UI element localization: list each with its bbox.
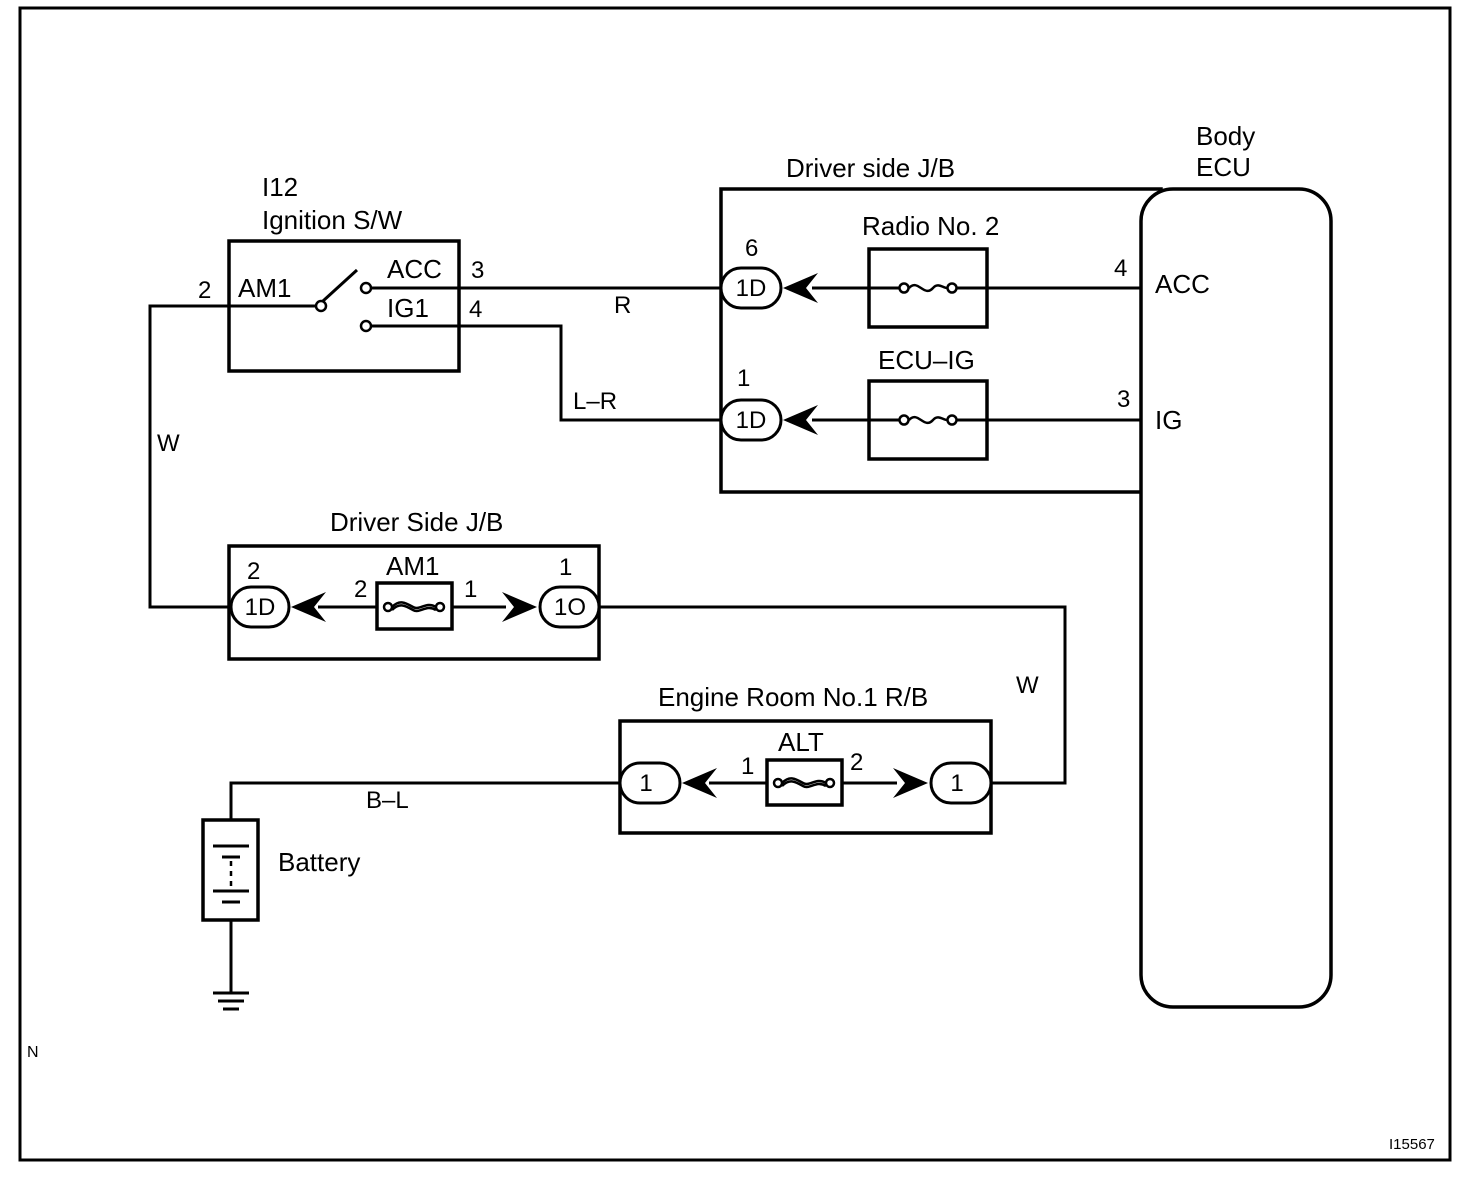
connector-radio-arrow xyxy=(783,273,818,303)
connector-ecu-ig-label: 1D xyxy=(736,407,767,434)
engine-room-rb: Engine Room No.1 R/B 1 ALT 1 2 1 xyxy=(618,682,993,835)
battery-label: Battery xyxy=(278,847,360,877)
fuse-radio-element xyxy=(908,283,948,293)
fuse-am1-element xyxy=(391,601,437,610)
fuse-radio-term-right xyxy=(946,282,958,294)
fuse-am1-term-right xyxy=(434,601,446,613)
fuse-am1-term-left xyxy=(382,601,394,613)
jb-lower-arrow-left xyxy=(291,592,326,622)
wire-label-r: R xyxy=(614,292,631,319)
rb-arrow-right xyxy=(893,768,928,798)
fuse-radio-label: Radio No. 2 xyxy=(862,211,999,241)
jb-lower-conn-left-label: 1D xyxy=(245,594,276,621)
ignition-switch-code: I12 xyxy=(262,172,298,202)
fuse-alt-element-2 xyxy=(781,780,827,789)
wire-battery-bl xyxy=(229,781,620,820)
fuse-am1-pin-left: 2 xyxy=(354,576,367,603)
body-ecu: Body ECU ACC IG xyxy=(1139,121,1333,1009)
switch-contact-acc xyxy=(359,281,373,295)
connector-radio-label: 1D xyxy=(736,275,767,302)
jb-lower-conn-left xyxy=(229,585,291,629)
rb-arrow-left xyxy=(682,768,717,798)
wires-upper: R L–R W xyxy=(148,286,721,609)
ecu-pin-ig: 3 xyxy=(1117,386,1130,413)
wire-label-w-right: W xyxy=(1016,672,1039,699)
corner-note: N xyxy=(27,1044,39,1061)
fuse-am1-label: AM1 xyxy=(386,551,439,581)
wire-am1-w xyxy=(148,304,231,609)
fuse-radio-term-left xyxy=(898,282,910,294)
pin-acc: 3 xyxy=(471,257,484,284)
ignition-switch: I12 Ignition S/W 2 AM1 ACC IG1 3 4 xyxy=(198,172,484,373)
jb-lower-conn-right-label: 1O xyxy=(554,594,586,621)
fuse-alt-element xyxy=(781,777,827,786)
connector-ecu-ig-pin: 1 xyxy=(737,365,750,392)
driver-side-jb-upper: Driver side J/B Radio No. 2 6 1D 4 ECU–I… xyxy=(719,153,1163,494)
fuse-ecu-ig-label: ECU–IG xyxy=(878,345,975,375)
terminal-am1: AM1 xyxy=(238,273,291,303)
rb-conn-right-label: 1 xyxy=(950,770,963,797)
wire-label-w-left: W xyxy=(157,430,180,457)
fuse-alt-term-right xyxy=(824,777,836,789)
connector-ecu-ig-arrow xyxy=(783,405,818,435)
pin-am1: 2 xyxy=(198,277,211,304)
body-ecu-terminal-ig: IG xyxy=(1155,405,1182,435)
figure-id: I15567 xyxy=(1389,1136,1435,1153)
fuse-alt-term-left xyxy=(772,777,784,789)
terminal-ig1: IG1 xyxy=(387,293,429,323)
diagram-frame xyxy=(18,6,1452,1162)
fuse-ecu-ig-term-right xyxy=(946,414,958,426)
fuse-alt-pin-right: 2 xyxy=(850,749,863,776)
ignition-switch-name: Ignition S/W xyxy=(262,205,403,235)
jb-upper-title: Driver side J/B xyxy=(786,153,955,183)
battery-box xyxy=(201,818,260,922)
jb-lower-conn-left-pin: 2 xyxy=(247,558,260,585)
wire-label-bl: B–L xyxy=(366,787,409,814)
switch-contact-ig1 xyxy=(359,319,373,333)
fuse-alt-pin-left: 1 xyxy=(741,753,754,780)
jb-lower-conn-right-pin: 1 xyxy=(559,554,572,581)
wire-ig1-lr xyxy=(459,324,721,422)
switch-blade xyxy=(321,268,359,303)
jb-lower-arrow-right xyxy=(502,592,537,622)
fuse-am1-element-2 xyxy=(391,604,437,613)
jb-lower-title: Driver Side J/B xyxy=(330,507,503,537)
connector-radio-pin: 6 xyxy=(745,235,758,262)
fuse-ecu-ig-element xyxy=(908,415,948,425)
battery: Battery xyxy=(201,818,360,1011)
driver-side-jb-lower: Driver Side J/B 2 1D AM1 2 1 1 1O xyxy=(227,507,601,661)
terminal-acc: ACC xyxy=(387,254,442,284)
rb-conn-left-label: 1 xyxy=(639,770,652,797)
rb-conn-right xyxy=(929,761,993,805)
fuse-am1-pin-right: 1 xyxy=(464,576,477,603)
wire-jb-rb-w xyxy=(599,605,1067,785)
fuse-alt-label: ALT xyxy=(778,727,824,757)
body-ecu-terminal-acc: ACC xyxy=(1155,269,1210,299)
switch-pivot xyxy=(314,299,328,313)
body-ecu-title-2: ECU xyxy=(1196,152,1251,182)
body-ecu-box xyxy=(1139,187,1333,1009)
rb-title: Engine Room No.1 R/B xyxy=(658,682,928,712)
ecu-pin-acc: 4 xyxy=(1114,255,1127,282)
body-ecu-title-1: Body xyxy=(1196,121,1255,151)
fuse-ecu-ig-term-left xyxy=(898,414,910,426)
wire-label-lr: L–R xyxy=(573,388,617,415)
pin-ig1: 4 xyxy=(469,296,482,323)
